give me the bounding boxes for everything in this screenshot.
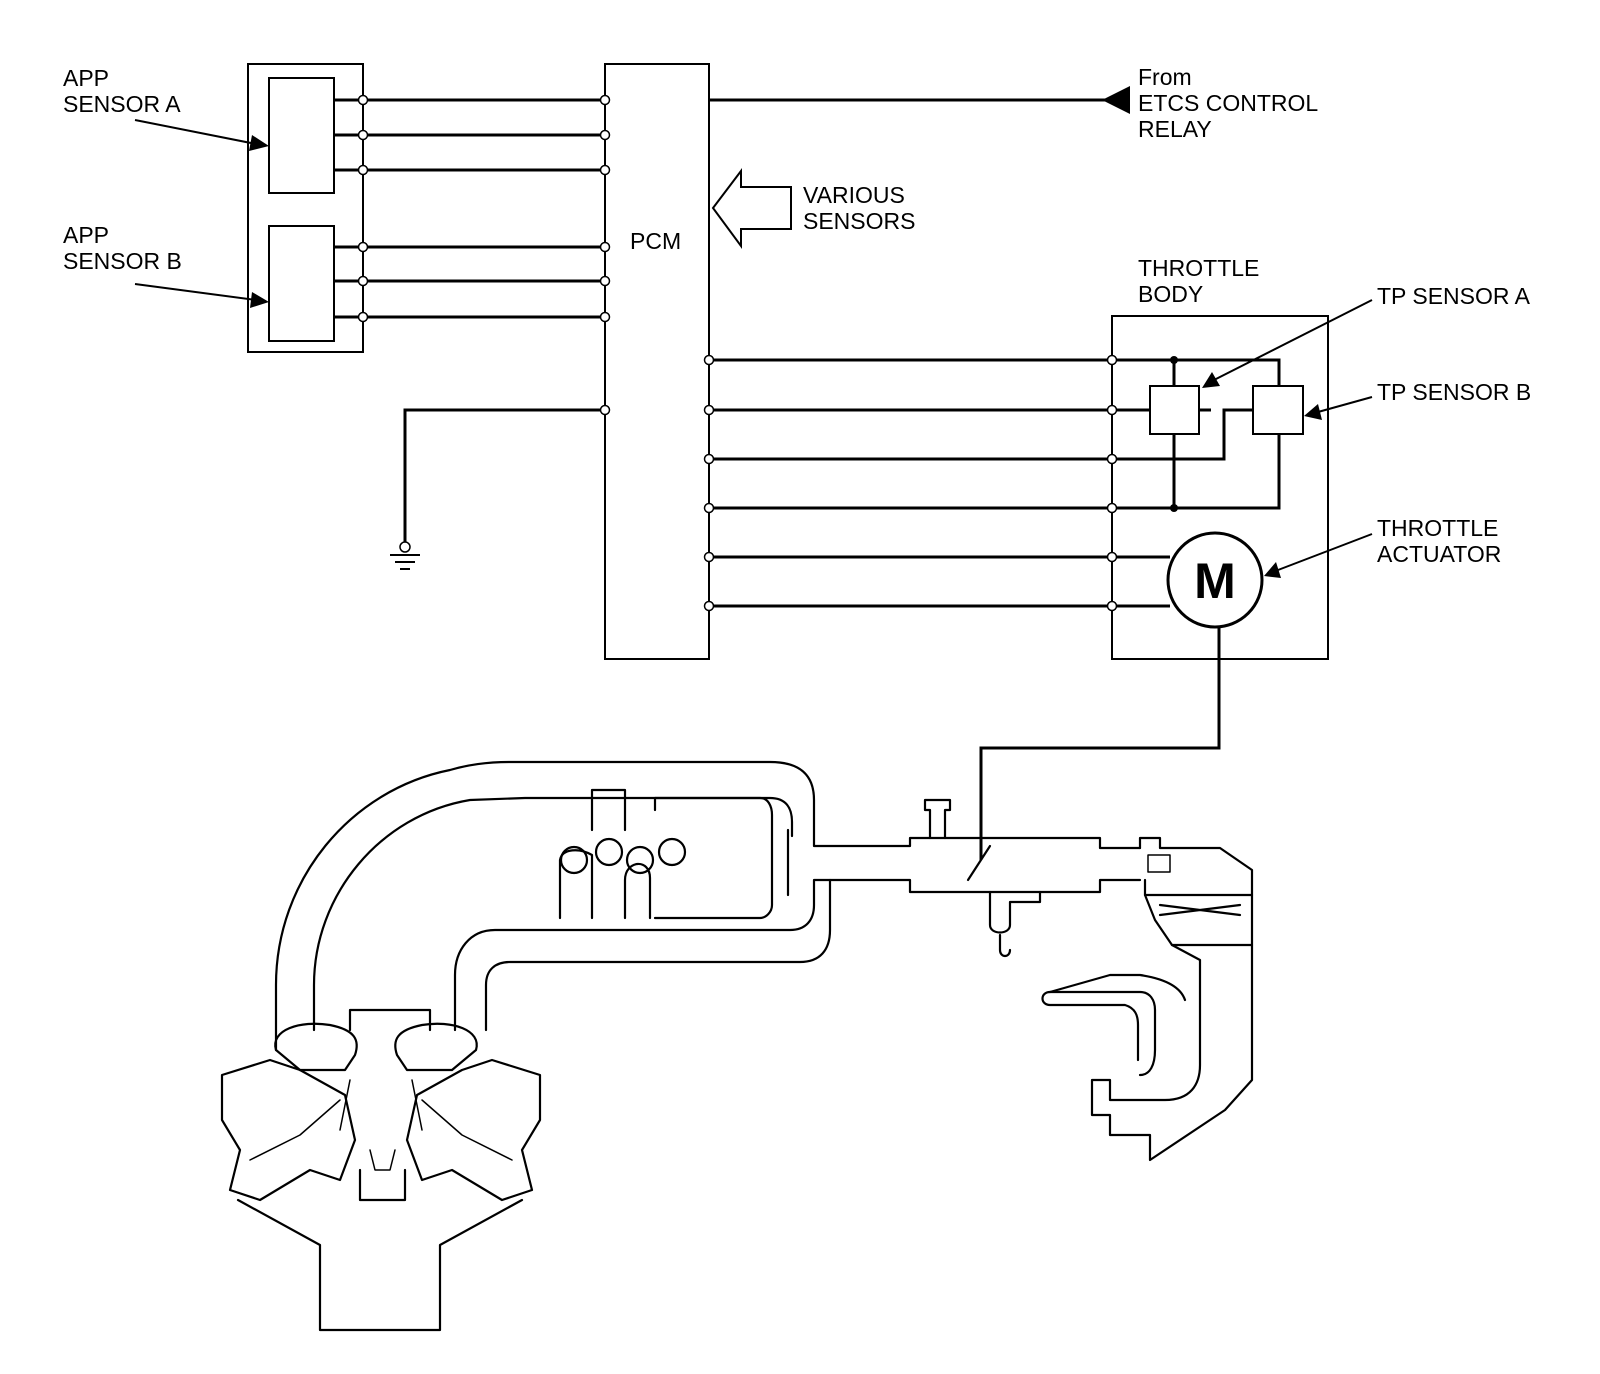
throttle-motor — [1166, 531, 1264, 629]
relay-label-line1: From — [1138, 64, 1192, 90]
app-sensor-a-leader — [134, 119, 269, 151]
throttle-body-label-line1: THROTTLE — [1138, 255, 1259, 281]
app-sensor-a-label-line1: APP — [63, 65, 109, 91]
engine-intake-illustration — [220, 760, 1254, 1332]
throttle-actuator-label-line2: ACTUATOR — [1377, 541, 1501, 567]
throttle-plate — [966, 844, 992, 882]
app-sensor-a-box — [268, 77, 335, 194]
actuator-linkage — [979, 627, 1221, 860]
terminal-dots — [357, 94, 1118, 612]
throttle-actuator-label-line1: THROTTLE — [1377, 515, 1498, 541]
tp-sensor-a-label: TP SENSOR A — [1377, 283, 1531, 309]
relay-feed-wire — [709, 86, 1130, 114]
app-sensor-b-label-line2: SENSOR B — [63, 248, 182, 274]
various-sensors-label-line1: VARIOUS — [803, 182, 905, 208]
app-sensor-assembly — [247, 63, 364, 353]
tp-sensor-b-box — [1252, 385, 1304, 435]
app-sensor-b-box — [268, 225, 335, 342]
app-sensor-b-leader — [134, 283, 269, 308]
app-sensor-b-label-line1: APP — [63, 222, 109, 248]
app-to-pcm-wires — [334, 98, 605, 319]
motor-label: M — [1194, 553, 1236, 609]
tp-sensor-a-box — [1149, 385, 1200, 435]
various-sensors-label-line2: SENSORS — [803, 208, 915, 234]
throttle-body-label-line2: BODY — [1138, 281, 1203, 307]
tp-sensor-b-leader — [1304, 396, 1373, 420]
relay-label-line2: ETCS CONTROL — [1138, 90, 1318, 116]
relay-label-line3: RELAY — [1138, 116, 1212, 142]
pcm-label: PCM — [630, 228, 681, 254]
pcm-to-throttle-wires — [709, 358, 1112, 608]
tp-sensor-a-leader — [1202, 299, 1373, 388]
ground-wire — [390, 408, 605, 570]
pcm-module — [604, 63, 710, 660]
app-sensor-a-label-line2: SENSOR A — [63, 91, 181, 117]
relay-arrow-icon — [1102, 86, 1130, 114]
various-sensors-arrow-icon — [711, 168, 792, 250]
tp-sensor-b-label: TP SENSOR B — [1377, 379, 1531, 405]
throttle-actuator-leader — [1264, 533, 1373, 578]
